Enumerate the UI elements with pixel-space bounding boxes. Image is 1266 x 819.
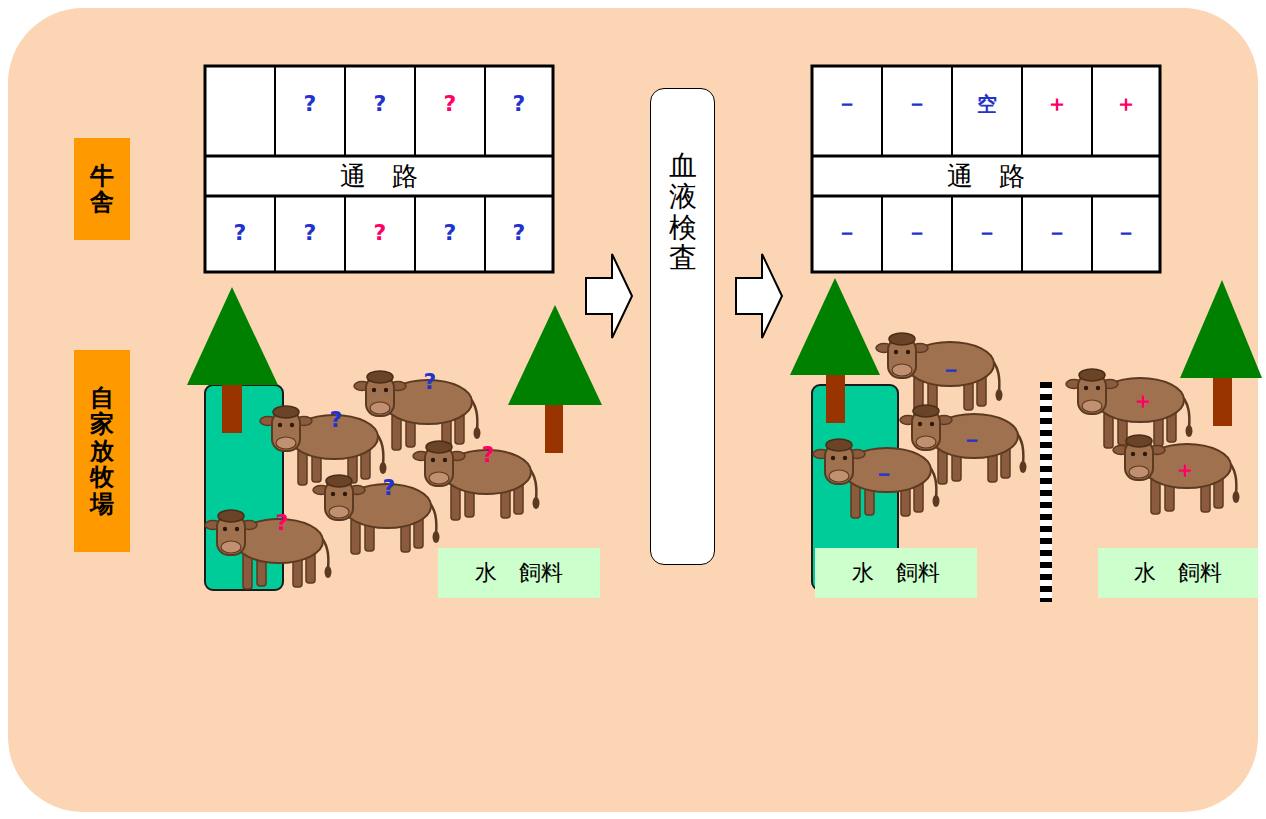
stall-line <box>951 66 953 156</box>
status-mark: ＋ <box>1174 459 1196 481</box>
status-mark: － <box>836 222 858 244</box>
cow <box>313 475 440 554</box>
stall-line <box>414 66 416 156</box>
status-mark: ? <box>330 409 343 431</box>
barn-outline <box>812 66 1160 272</box>
tree <box>790 278 880 423</box>
background-panel <box>8 8 1258 812</box>
tree-trunk <box>1213 376 1232 426</box>
barn-wall <box>205 155 553 158</box>
tree <box>187 287 278 433</box>
status-mark: ? <box>482 444 495 466</box>
status-mark: － <box>906 222 928 244</box>
stall-line <box>1021 66 1023 156</box>
barn-wall <box>205 195 553 198</box>
status-mark: ? <box>276 512 289 534</box>
aisle-label: 通 路 <box>340 163 418 189</box>
barn-outline <box>205 66 553 272</box>
stall-line <box>484 66 486 156</box>
tree-trunk <box>826 373 845 423</box>
tree-trunk <box>222 383 242 433</box>
status-mark: － <box>976 222 998 244</box>
node-label: 血液検査 <box>669 151 697 274</box>
tree <box>1180 280 1262 426</box>
stall-line <box>414 196 416 272</box>
barn-wall <box>812 195 1160 198</box>
status-mark: ? <box>444 222 457 244</box>
status-mark: － <box>906 93 928 115</box>
status-mark: ＋ <box>1115 93 1137 115</box>
tree-crown <box>790 278 880 375</box>
status-mark: － <box>873 463 895 485</box>
node-label: 自家放牧場 <box>90 385 114 517</box>
status-mark: ? <box>513 222 526 244</box>
place-label: 牛舎 <box>74 138 130 240</box>
fence-stripes <box>1040 382 1052 602</box>
stall-line <box>274 66 276 156</box>
status-mark: ? <box>304 93 317 115</box>
cow <box>1066 369 1193 448</box>
node-label: 水 飼料 <box>475 558 563 588</box>
cow <box>260 406 387 485</box>
aisle-label: 通 路 <box>947 163 1025 189</box>
status-mark: － <box>1115 222 1137 244</box>
status-mark: ? <box>424 371 437 393</box>
place-label: 自家放牧場 <box>74 350 130 552</box>
tree-trunk <box>545 403 563 453</box>
tree-crown <box>187 287 278 385</box>
status-mark: ? <box>304 222 317 244</box>
fence-base <box>1040 382 1052 602</box>
status-mark: － <box>1046 222 1068 244</box>
stall-line <box>344 66 346 156</box>
status-mark: ? <box>374 93 387 115</box>
status-mark: ? <box>374 222 387 244</box>
status-mark: － <box>961 429 983 451</box>
cow <box>1113 435 1240 514</box>
cow <box>876 333 1003 412</box>
status-mark: ? <box>444 93 457 115</box>
cow <box>813 439 940 518</box>
stall-line <box>951 196 953 272</box>
status-mark: ＋ <box>1132 390 1154 412</box>
status-mark: ? <box>234 222 247 244</box>
stall-line <box>1091 196 1093 272</box>
stall-line <box>484 196 486 272</box>
cow <box>205 510 332 589</box>
feed-box: 水 飼料 <box>438 548 600 598</box>
tree-crown <box>508 305 602 405</box>
tree-crown <box>1180 280 1262 378</box>
stall-line <box>344 196 346 272</box>
node-label: 水 飼料 <box>1134 558 1222 588</box>
feed-box: 水 飼料 <box>815 548 977 598</box>
status-mark: － <box>940 359 962 381</box>
status-mark: 空 <box>977 94 997 114</box>
block-arrow <box>586 254 632 338</box>
stall-line <box>881 66 883 156</box>
stall-line <box>274 196 276 272</box>
stall-line <box>1021 196 1023 272</box>
tree <box>508 305 602 453</box>
barn-wall <box>812 155 1160 158</box>
status-mark: ? <box>383 477 396 499</box>
node-label: 水 飼料 <box>852 558 940 588</box>
feed-box: 水 飼料 <box>1098 548 1258 598</box>
node-label: 牛舎 <box>90 163 114 216</box>
process-box: 血液検査 <box>650 88 715 565</box>
stall-line <box>1091 66 1093 156</box>
status-mark: ＋ <box>1046 93 1068 115</box>
barn-grid <box>205 66 553 272</box>
block-arrow <box>736 254 782 338</box>
status-mark: ? <box>513 93 526 115</box>
status-mark: － <box>836 93 858 115</box>
stall-line <box>881 196 883 272</box>
barn-grid <box>812 66 1160 272</box>
